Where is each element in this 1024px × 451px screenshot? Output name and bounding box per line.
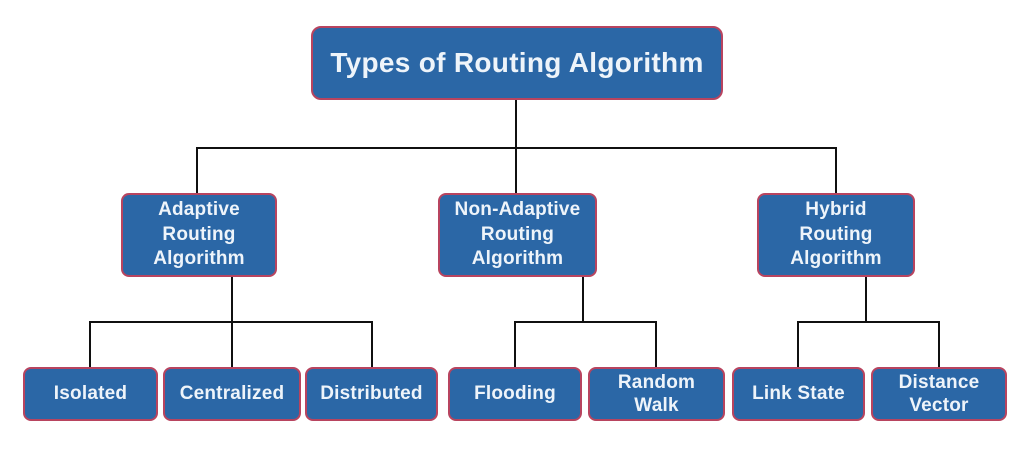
node-centralized: Centralized [163, 367, 301, 421]
non-adaptive-branch-connector [514, 277, 657, 367]
node-distance-vector: Distance Vector [871, 367, 1007, 421]
node-non-adaptive-routing-algorithm: Non-Adaptive Routing Algorithm [438, 193, 597, 277]
node-label: Isolated [53, 383, 128, 405]
node-label: Non-Adaptive Routing Algorithm [454, 198, 581, 270]
adaptive-branch-connector [89, 277, 373, 367]
node-hybrid-routing-algorithm: Hybrid Routing Algorithm [757, 193, 915, 277]
node-random-walk: Random Walk [588, 367, 725, 421]
node-label: Centralized [179, 383, 285, 405]
root-connector [196, 100, 837, 193]
node-types-of-routing-algorithm: Types of Routing Algorithm [311, 26, 723, 100]
node-isolated: Isolated [23, 367, 158, 421]
node-label: Distance Vector [898, 371, 980, 416]
node-label: Random Walk [617, 371, 696, 416]
node-label: Distributed [320, 383, 423, 405]
node-label: Link State [752, 383, 845, 405]
node-adaptive-routing-algorithm: Adaptive Routing Algorithm [121, 193, 277, 277]
node-label: Flooding [474, 383, 556, 405]
node-link-state: Link State [732, 367, 865, 421]
node-label: Types of Routing Algorithm [330, 46, 704, 78]
hybrid-branch-connector [797, 277, 940, 367]
node-flooding: Flooding [448, 367, 582, 421]
node-label: Hybrid Routing Algorithm [790, 198, 882, 270]
node-distributed: Distributed [305, 367, 438, 421]
node-label: Adaptive Routing Algorithm [153, 198, 245, 270]
